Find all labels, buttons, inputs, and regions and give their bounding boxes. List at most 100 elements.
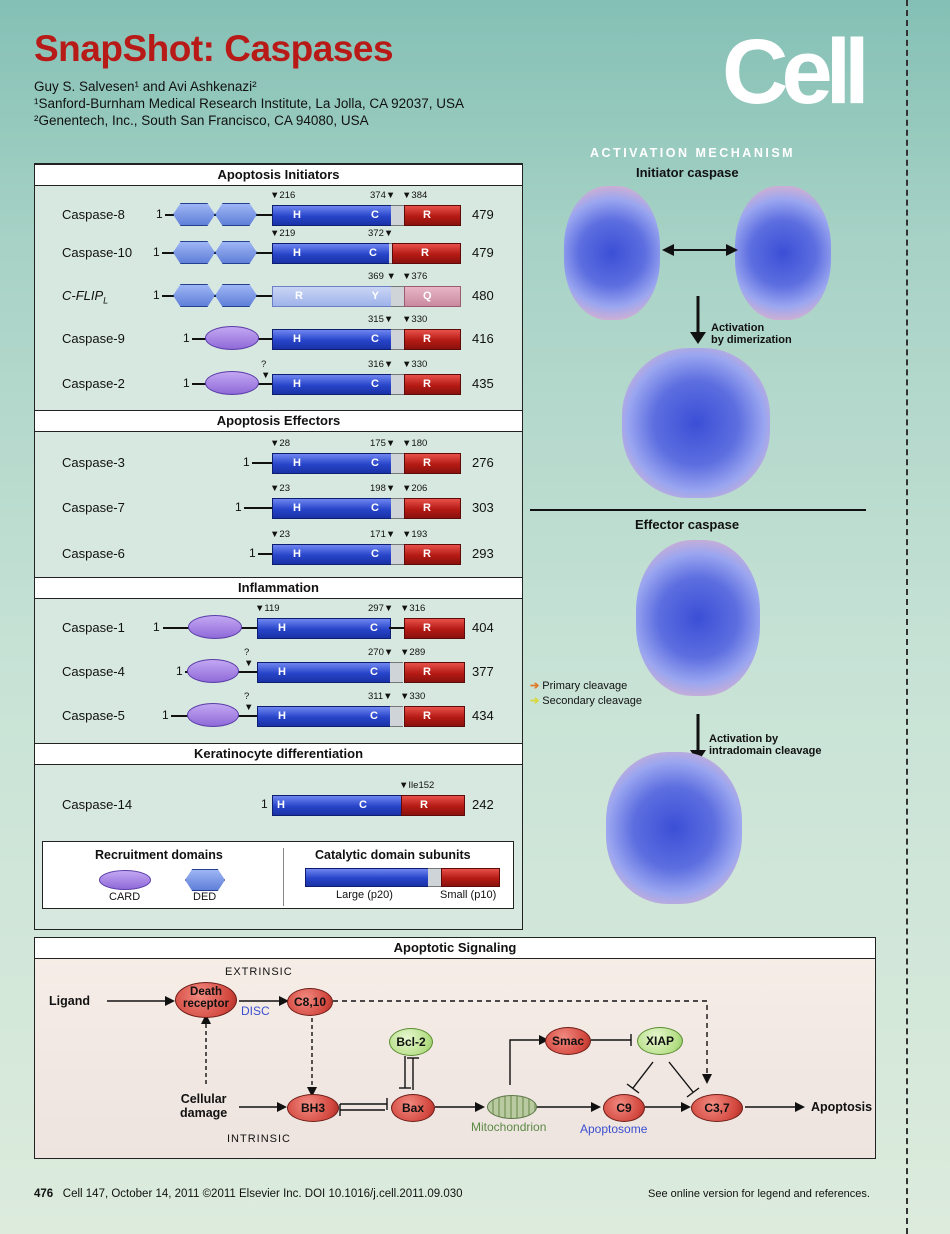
small-subunit: R [401, 795, 465, 816]
footer-right: See online version for legend and refere… [648, 1188, 870, 1200]
start-residue: 1 [183, 376, 190, 390]
apoptosome-label: Apoptosome [580, 1122, 648, 1136]
caspase-name: Caspase-1 [62, 620, 125, 635]
active-initiator-dimer-structure [622, 348, 770, 498]
cleavage-site: ▼28 [270, 438, 290, 449]
caspase-name: Caspase-10 [62, 245, 133, 260]
c8-10-node: C8,10 [287, 988, 333, 1016]
small-subunit: R [392, 243, 461, 264]
page-title: SnapShot: Caspases [34, 28, 394, 69]
cleavage-site: ▼289 [400, 647, 426, 658]
start-residue: 1 [153, 620, 160, 634]
death-receptor-node: Death receptor [175, 982, 237, 1018]
cleavage-site: 297▼ [368, 603, 394, 614]
start-residue: 1 [249, 546, 256, 560]
apoptotic-signaling-panel: Apoptotic Signaling [34, 937, 876, 1159]
caspase-name: Caspase-8 [62, 207, 125, 222]
start-residue: 1 [153, 245, 160, 259]
cut-line [906, 0, 908, 1234]
cleavage-site: ▼330 [400, 691, 426, 702]
footer-left: 476 Cell 147, October 14, 2011 ©2011 Els… [34, 1188, 463, 1200]
ded-legend-icon [185, 869, 225, 891]
caspase-length: 293 [472, 546, 494, 561]
start-residue: 1 [176, 664, 183, 678]
small-subunit: R [404, 662, 465, 683]
initiator-monomer-structure [735, 186, 831, 320]
apoptosis-label: Apoptosis [811, 1100, 873, 1114]
cell-logo: Cell [722, 21, 870, 123]
section-inflammation: Inflammation [35, 577, 522, 599]
disc-label: DISC [241, 1004, 270, 1018]
ded-domain-icon [215, 284, 257, 307]
small-subunit: R [404, 618, 465, 639]
caspase-length: 276 [472, 455, 494, 470]
small-subunit: R [404, 453, 461, 474]
legend-small-label: Small (p10) [440, 889, 497, 901]
mitochondrion-label: Mitochondrion [471, 1120, 547, 1134]
caspase-length: 434 [472, 708, 494, 723]
ded-domain-icon [215, 203, 257, 226]
pseudo-small-subunit: Q [404, 286, 461, 307]
extrinsic-label: EXTRINSIC [225, 966, 293, 978]
legend-recruit-title: Recruitment domains [95, 848, 223, 862]
section-keratinocyte: Keratinocyte differentiation [35, 743, 522, 765]
small-subunit: R [404, 329, 461, 350]
orange-arrow-icon: ➔ [530, 680, 540, 692]
caspase-name: Caspase-9 [62, 331, 125, 346]
ded-domain-icon [173, 284, 215, 307]
secondary-cleavage-legend: ➔ Secondary cleavage [530, 695, 642, 707]
signaling-heading: Apoptotic Signaling [35, 938, 875, 959]
author-block: Guy S. Salvesen¹ and Avi Ashkenazi² ¹San… [34, 78, 464, 129]
c3-7-node: C3,7 [691, 1094, 743, 1122]
domain-legend: Recruitment domains CARD DED Catalytic d… [42, 841, 514, 909]
xiap-node: XIAP [637, 1027, 683, 1055]
dimerization-label: Activation by dimerization [711, 322, 792, 346]
cleavage-site: ▼193 [402, 529, 428, 540]
mechanism-heading: ACTIVATION MECHANISM [590, 146, 796, 160]
cleavage-site: ▼Ile152 [399, 780, 435, 791]
small-subunit: R [404, 205, 461, 226]
ded-domain-icon [215, 241, 257, 264]
dimer-equilibrium-arrow [662, 244, 738, 256]
cleavage-site: ▼23 [270, 529, 290, 540]
small-subunit: R [404, 706, 465, 727]
signaling-arrows [107, 996, 805, 1116]
cellular-damage-label: Cellular damage [180, 1092, 228, 1120]
effector-caspase-label: Effector caspase [635, 517, 740, 532]
card-domain-icon [187, 703, 239, 727]
card-domain-icon [205, 371, 259, 395]
cleavage-site: ?▼ [244, 647, 254, 669]
down-arrow-icon [690, 296, 706, 344]
caspase-length: 435 [472, 376, 494, 391]
caspase-length: 479 [472, 207, 494, 222]
caspase-length: 404 [472, 620, 494, 635]
cleavage-site: ▼330 [402, 359, 428, 370]
initiator-caspase-label: Initiator caspase [636, 165, 739, 180]
start-residue: 1 [183, 331, 190, 345]
small-subunit: R [404, 498, 461, 519]
ded-domain-icon [173, 241, 215, 264]
ded-domain-icon [173, 203, 215, 226]
start-residue: 1 [156, 207, 163, 221]
cleavage-site: ▼216 [270, 190, 296, 201]
bcl-2-node: Bcl-2 [389, 1028, 433, 1056]
cleavage-site: 270▼ [368, 647, 394, 658]
cleavage-site: ▼119 [255, 603, 280, 614]
cleavage-site: ▼384 [402, 190, 428, 201]
cleavage-site: 369 ▼ [368, 271, 396, 282]
cleavage-site: 316▼ [368, 359, 394, 370]
